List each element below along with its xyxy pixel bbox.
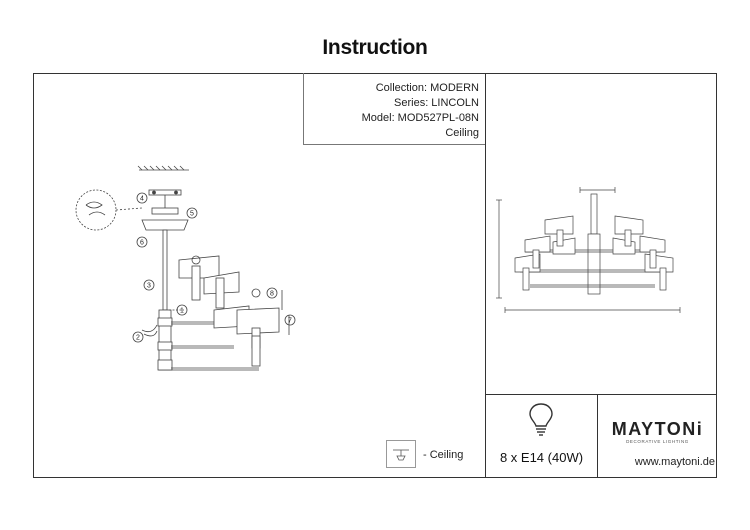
ceiling-legend-label: - Ceiling [423,449,464,461]
right-column-divider [485,73,486,478]
brand-tagline: DECORATIVE LIGHTING [626,439,689,444]
bottom-cell-divider [597,394,598,478]
product-info-box: Collection: MODERN Series: LINCOLN Model… [303,73,485,145]
dimension-drawing [496,187,681,313]
step-8: 8 [270,291,274,298]
instruction-frame [33,73,717,478]
bulb-spec: 8 x E14 (40W) [499,450,584,465]
series-line: Series: LINCOLN [394,97,479,109]
step-7: 7 [288,318,292,325]
page-title: Instruction [322,36,428,59]
step-6: 6 [140,240,144,247]
light-bulb-icon [529,403,553,436]
brand-logo: MAYTONi [611,419,704,439]
step-4: 4 [140,196,144,203]
ceiling-mount-icon [386,440,416,468]
bottom-row-divider [485,394,717,395]
collection-line: Collection: MODERN [375,82,479,94]
brand-website[interactable]: www.maytoni.de [634,456,715,468]
model-line: Model: MOD527PL-08N [361,112,479,124]
mount-line: Ceiling [445,127,479,139]
assembly-diagram: 4 5 6 3 1 2 7 8 [75,165,296,371]
step-3: 3 [147,283,151,290]
step-1: 1 [180,308,184,315]
step-5: 5 [190,211,194,218]
step-2: 2 [136,335,140,342]
